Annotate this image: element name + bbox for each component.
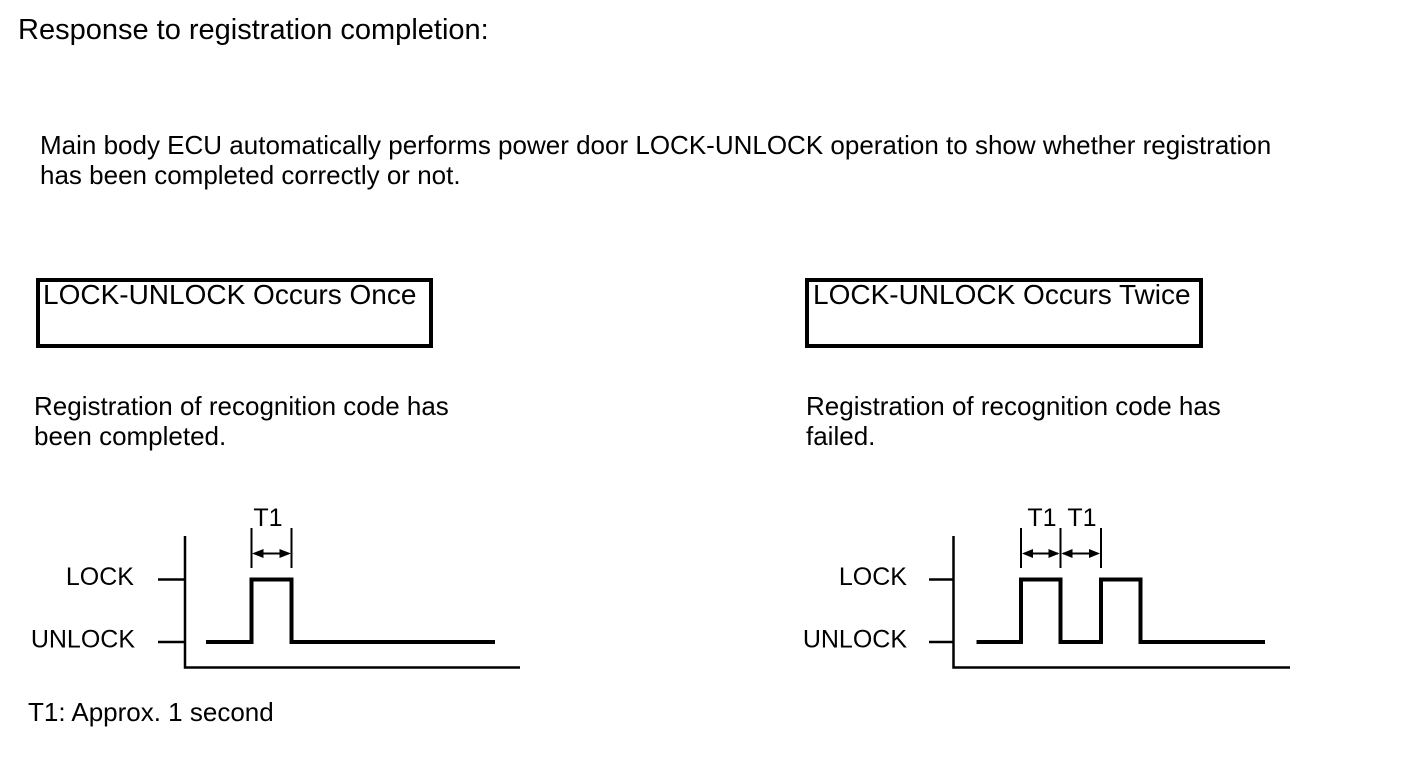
occurs-once-box: LOCK-UNLOCK Occurs Once — [36, 278, 433, 348]
result-text-once: Registration of recognition code has bee… — [34, 391, 449, 451]
arrowhead-left-icon — [252, 549, 264, 558]
waveform-double-pulse — [976, 577, 1265, 644]
lock-label: LOCK — [839, 563, 907, 591]
arrowhead-left-icon — [1022, 549, 1033, 558]
arrowhead-right-icon — [1089, 549, 1100, 558]
signal-axis — [183, 536, 520, 669]
occurs-twice-box: LOCK-UNLOCK Occurs Twice — [805, 278, 1203, 348]
intro-paragraph: Main body ECU automatically performs pow… — [40, 130, 1271, 190]
result-twice-line-1: Registration of recognition code has — [806, 391, 1221, 421]
waveform-single-pulse — [206, 577, 495, 644]
result-once-line-2: been completed. — [34, 421, 227, 451]
unlock-label: UNLOCK — [31, 626, 136, 654]
signal-axis — [952, 536, 1290, 669]
timing-diagram-twice: T1 T1 LOCK UNLOCK — [803, 504, 1290, 669]
page-title: Response to registration completion: — [18, 14, 489, 46]
lock-label: LOCK — [66, 563, 134, 591]
unlock-label: UNLOCK — [803, 626, 908, 654]
intro-line-2: has been completed correctly or not. — [40, 160, 461, 190]
t1-interval-label: T1 — [253, 504, 282, 532]
timing-diagram-once: T1 LOCK UNLOCK — [31, 504, 520, 669]
result-once-line-1: Registration of recognition code has — [34, 391, 449, 421]
t1-interval-label: T1 — [1027, 504, 1056, 532]
arrowhead-left-icon — [1061, 549, 1073, 558]
result-text-twice: Registration of recognition code has fai… — [806, 391, 1221, 451]
occurs-once-box-label: LOCK-UNLOCK Occurs Once — [43, 279, 417, 310]
arrowhead-right-icon — [1048, 549, 1060, 558]
t1-footnote: T1: Approx. 1 second — [28, 697, 274, 727]
result-twice-line-2: failed. — [806, 421, 876, 451]
arrowhead-right-icon — [279, 549, 291, 558]
occurs-twice-box-label: LOCK-UNLOCK Occurs Twice — [813, 279, 1191, 310]
intro-line-1: Main body ECU automatically performs pow… — [40, 130, 1272, 160]
t1-interval-label: T1 — [1067, 504, 1096, 532]
